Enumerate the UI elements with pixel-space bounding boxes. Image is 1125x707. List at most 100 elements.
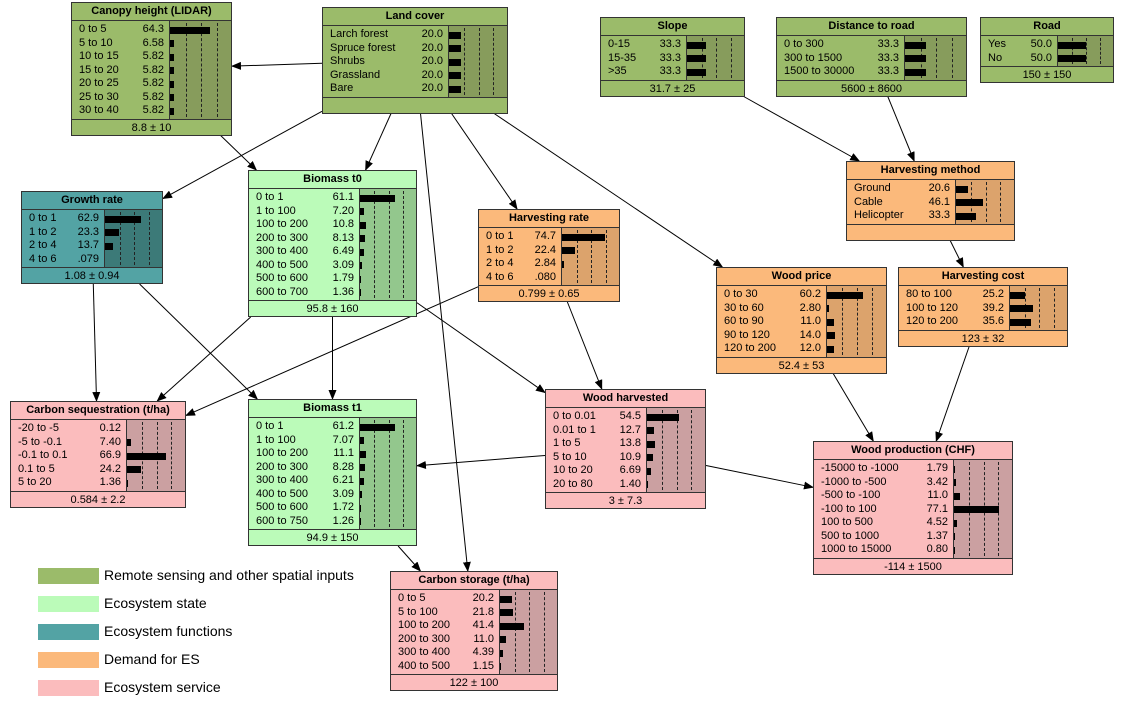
state-value: 74.7 — [534, 230, 556, 242]
probability-bar — [360, 248, 364, 256]
state-row: 60 to 90 11.0 — [717, 315, 886, 329]
state-label: >35 — [608, 65, 627, 77]
state-value: 2.84 — [534, 257, 556, 269]
node-title: Biomass t1 — [249, 400, 416, 418]
state-value: 50.0 — [1030, 38, 1052, 50]
gridline — [677, 410, 678, 490]
edge-harvcost-to-woodprod — [935, 346, 970, 442]
legend-label: Ecosystem service — [104, 679, 221, 695]
probability-bar — [827, 291, 864, 299]
node-title: Wood production (CHF) — [814, 442, 1012, 460]
state-label: Shrubs — [330, 55, 365, 67]
edge-canopy-to-biomass0 — [220, 135, 258, 171]
state-label: 60 to 90 — [724, 315, 764, 327]
legend-swatch — [38, 652, 99, 668]
probability-bar — [647, 481, 648, 488]
gridline — [149, 212, 150, 265]
state-row: 4 to 6 .080 — [479, 271, 619, 285]
node-summary — [847, 225, 1014, 240]
state-value: 11.1 — [333, 447, 354, 459]
state-label: 1 to 100 — [256, 204, 296, 217]
state-label: 20 to 80 — [553, 477, 593, 490]
state-label: 0.01 to 1 — [553, 423, 596, 436]
state-label: 4 to 6 — [486, 270, 514, 283]
state-value: 11.0 — [927, 489, 948, 501]
state-value: 64.3 — [142, 23, 164, 35]
state-value: 66.9 — [99, 449, 121, 461]
state-value: 25.2 — [982, 288, 1004, 300]
state-value: 2.80 — [799, 301, 821, 314]
probability-bar — [954, 506, 1000, 513]
gridline — [479, 28, 480, 95]
state-label: 1 to 2 — [29, 225, 57, 238]
edge-landcover-to-woodprice — [493, 113, 724, 268]
node-title: Harvesting cost — [899, 268, 1067, 286]
state-label: 300 to 1500 — [784, 51, 843, 64]
state-label: -0.1 to 0.1 — [18, 449, 68, 461]
gridline — [544, 592, 545, 672]
gridline — [1100, 38, 1101, 64]
state-label: 90 to 120 — [724, 328, 770, 341]
state-value: 11.0 — [800, 315, 821, 327]
node-title: Harvesting rate — [479, 210, 619, 228]
legend-swatch — [38, 568, 99, 584]
edge-harvrate-to-woodharv — [566, 301, 603, 390]
state-value: .080 — [534, 270, 556, 283]
probability-bar — [562, 247, 575, 254]
state-label: 100 to 200 — [256, 218, 308, 230]
probability-bar — [1010, 305, 1033, 312]
probability-bar — [647, 454, 654, 461]
state-label: 0 to 1 — [486, 230, 514, 242]
node-summary: 150 ± 150 — [1022, 69, 1072, 81]
legend-label: Remote sensing and other spatial inputs — [104, 567, 354, 583]
state-label: 100 to 120 — [906, 301, 958, 314]
state-value: 20.0 — [421, 28, 443, 40]
state-value: 13.8 — [619, 437, 641, 449]
node-title: Harvesting method — [847, 162, 1014, 180]
state-label: Yes — [988, 38, 1006, 50]
probability-bar — [360, 275, 362, 283]
probability-bar — [449, 85, 461, 93]
probability-bar — [647, 467, 651, 475]
gridline — [731, 38, 732, 78]
node-summary: 1.08 ± 0.94 — [64, 270, 120, 282]
probability-bar — [360, 221, 367, 229]
probability-bar — [827, 345, 835, 353]
probability-bar — [827, 318, 834, 326]
state-label: 0 to 1 — [29, 212, 57, 224]
state-value: 54.5 — [619, 410, 641, 422]
